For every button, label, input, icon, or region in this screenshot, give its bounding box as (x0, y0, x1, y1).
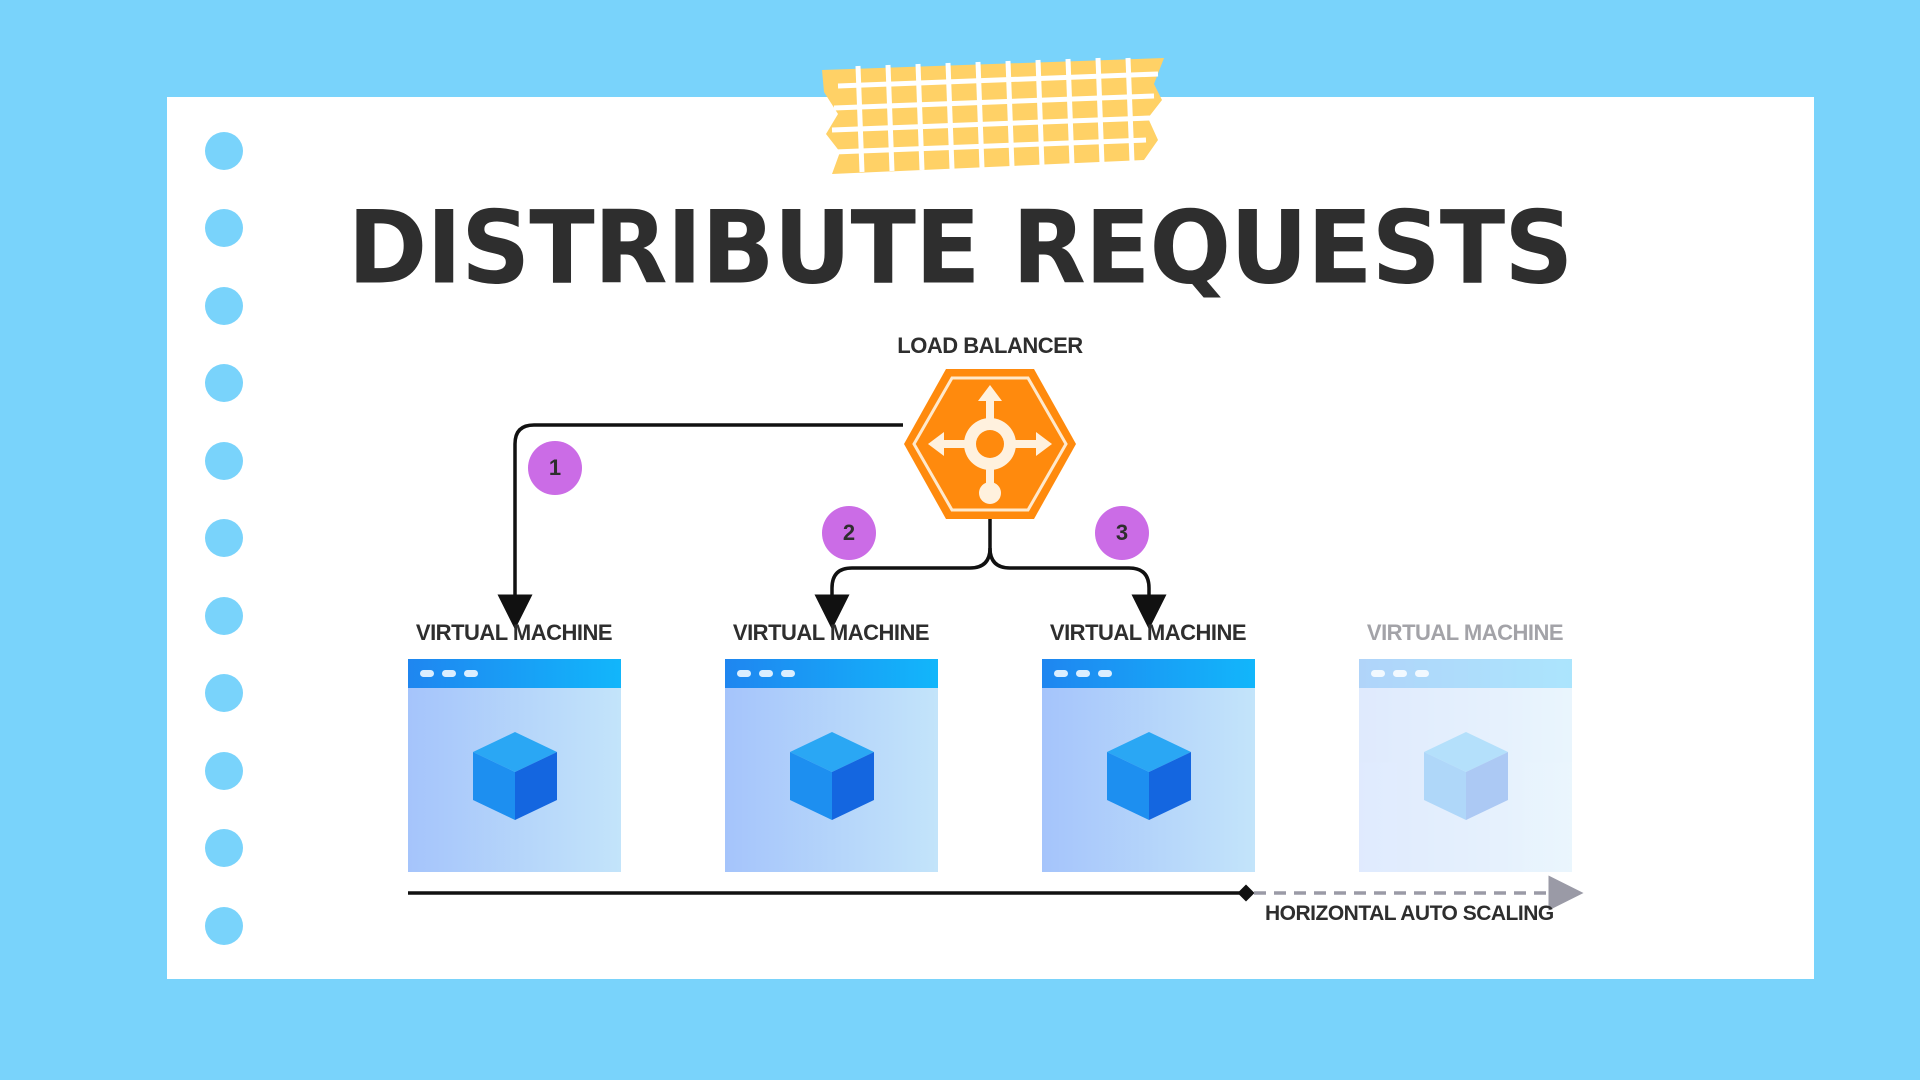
window-title-bar (1042, 659, 1255, 688)
route-badge-3: 3 (1095, 506, 1149, 560)
masking-tape-icon (822, 57, 1164, 174)
binder-hole (205, 209, 243, 247)
binder-hole (205, 287, 243, 325)
virtual-machine-window-1 (408, 659, 621, 872)
vm-label-4: VIRTUAL MACHINE (1366, 620, 1564, 645)
virtual-machine-window-3 (1042, 659, 1255, 872)
vm-label-3: VIRTUAL MACHINE (1049, 620, 1247, 645)
virtual-machine-window-4 (1359, 659, 1572, 872)
scaling-marker (1237, 884, 1255, 902)
binder-hole (205, 597, 243, 635)
cube-icon (790, 732, 874, 820)
vm-label-1: VIRTUAL MACHINE (415, 620, 613, 645)
binder-hole (205, 364, 243, 402)
route-badge-1: 1 (528, 441, 582, 495)
binder-hole (205, 752, 243, 790)
window-title-bar (725, 659, 938, 688)
virtual-machine-window-2 (725, 659, 938, 872)
binder-hole (205, 829, 243, 867)
cube-icon (1424, 732, 1508, 820)
cube-icon (473, 732, 557, 820)
window-title-bar (408, 659, 621, 688)
load-balancer-label: LOAD BALANCER (897, 333, 1083, 358)
binder-hole (205, 442, 243, 480)
page-title: DISTRIBUTE REQUESTS (347, 189, 1574, 307)
binder-hole (205, 519, 243, 557)
route-line-1 (497, 423, 903, 630)
binder-hole (205, 132, 243, 170)
binder-hole (205, 674, 243, 712)
horizontal-auto-scaling-label: HORIZONTAL AUTO SCALING (1265, 902, 1554, 925)
cube-icon (1107, 732, 1191, 820)
route-line-3 (988, 547, 1167, 630)
window-title-bar (1359, 659, 1572, 688)
route-badge-2: 2 (822, 506, 876, 560)
vm-label-2: VIRTUAL MACHINE (732, 620, 930, 645)
binder-hole (205, 907, 243, 945)
load-balancer-hexagon-icon (904, 369, 1076, 519)
route-line-2 (814, 518, 992, 630)
